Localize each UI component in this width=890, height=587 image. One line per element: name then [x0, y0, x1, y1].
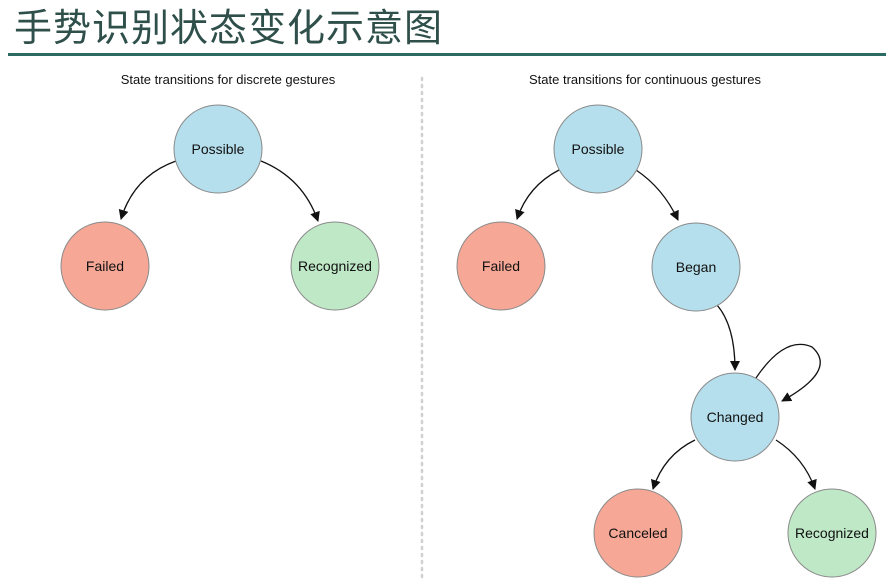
node-failed: Failed	[456, 221, 546, 311]
edge-began-to-changed	[716, 304, 740, 371]
node-label: Canceled	[608, 525, 667, 541]
node-recognized: Recognized	[290, 221, 380, 311]
node-label: Possible	[572, 141, 625, 157]
continuous-section-title: State transitions for continuous gesture…	[529, 72, 761, 87]
node-label: Recognized	[795, 525, 869, 541]
node-label: Recognized	[298, 258, 372, 274]
edge-changed-self-loop	[755, 343, 821, 402]
edge-possible-to-failed	[515, 169, 560, 220]
slide-title: 手势识别状态变化示意图	[14, 6, 444, 50]
node-began: Began	[651, 222, 741, 312]
node-possible: Possible	[553, 104, 643, 194]
edge-possible-to-failed	[118, 160, 177, 220]
edge-changed-to-canceled	[651, 439, 696, 490]
discrete-section-title: State transitions for discrete gestures	[121, 72, 336, 87]
node-failed: Failed	[60, 221, 150, 311]
node-label: Changed	[707, 409, 764, 425]
edge-possible-to-recognized	[260, 160, 320, 222]
node-label: Possible	[192, 141, 245, 157]
title-rule	[8, 53, 886, 56]
edge-possible-to-began	[635, 169, 679, 221]
node-recognized: Recognized	[787, 488, 877, 578]
node-possible: Possible	[173, 104, 263, 194]
node-changed: Changed	[690, 372, 780, 462]
edge-changed-to-recognized	[775, 439, 817, 490]
node-label: Failed	[86, 258, 124, 274]
node-canceled: Canceled	[593, 488, 683, 578]
node-label: Began	[676, 259, 716, 275]
node-label: Failed	[482, 258, 520, 274]
